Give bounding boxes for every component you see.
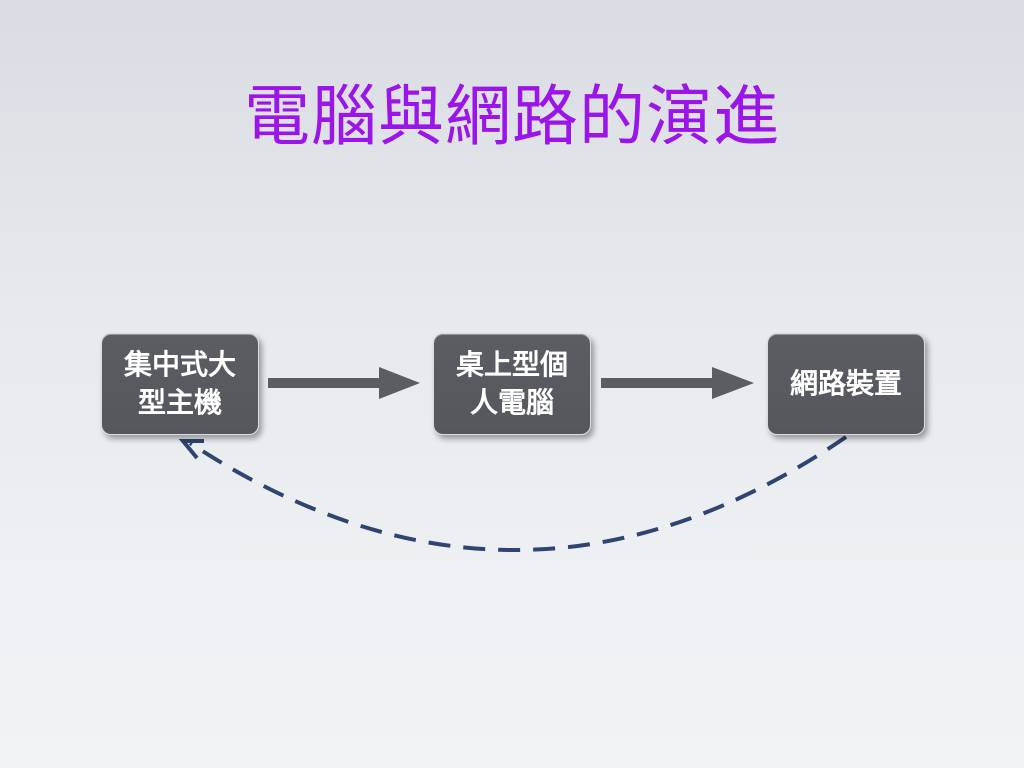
arrow-desktop-to-network [601,367,754,399]
arrow-mainframe-to-desktop [268,367,420,399]
slide-title: 電腦與網路的演進 [244,78,780,155]
node-mainframe: 集中式大 型主機 [101,333,259,435]
node-desktop: 桌上型個 人電腦 [433,333,591,435]
cycle-arrow-network-to-mainframe [178,435,848,552]
node-network: 網路裝置 [767,333,925,435]
